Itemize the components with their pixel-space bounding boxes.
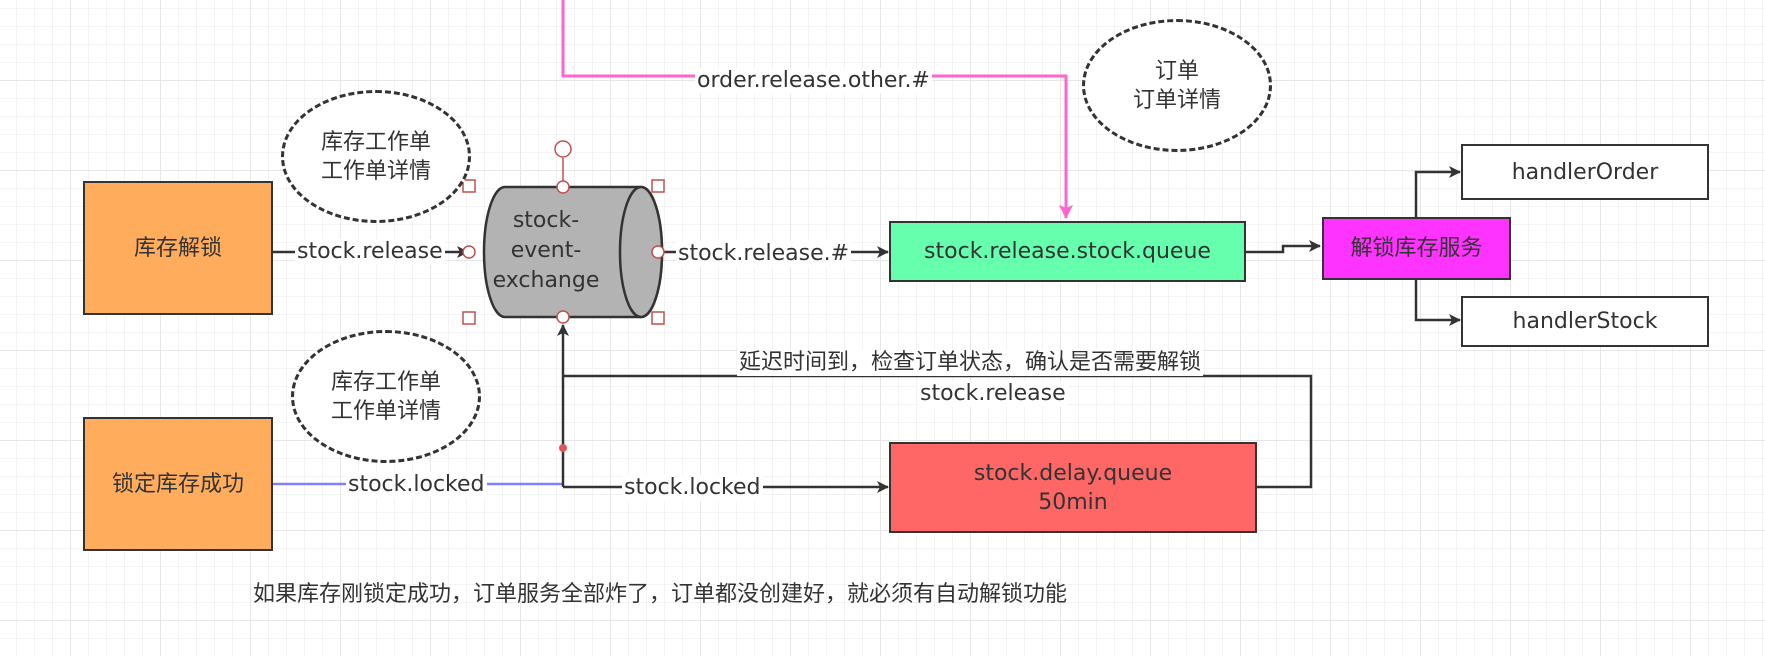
stock-locked-left-label: stock.locked xyxy=(346,472,487,498)
stock-work-ellipse-bottom[interactable]: 库存工作单 工作单详情 xyxy=(291,330,481,463)
queue-to-service-connector[interactable] xyxy=(1245,240,1321,254)
delay-queue-node[interactable]: stock.delay.queue 50min xyxy=(889,442,1257,533)
delay-return-connector[interactable] xyxy=(563,374,1313,489)
stock-unlock-text: 库存解锁 xyxy=(133,235,222,261)
ellipse-top-line-2: 工作单详情 xyxy=(320,158,431,184)
order-release-other-label: order.release.other.# xyxy=(695,68,932,94)
stock-release-label: stock.release xyxy=(295,239,445,265)
order-ellipse-line-2: 订单详情 xyxy=(1132,87,1221,113)
exchange-line-3: exchange xyxy=(492,268,600,293)
service-to-handler-stock-connector[interactable] xyxy=(1414,280,1461,326)
delay-queue-text-1: stock.delay.queue xyxy=(973,460,1173,486)
selection-handles[interactable] xyxy=(462,140,665,325)
order-ellipse[interactable]: 订单 订单详情 xyxy=(1082,19,1272,152)
stock-locked-right-label: stock.locked xyxy=(622,475,763,501)
delay-check-label: 延迟时间到，检查订单状态，确认是否需要解锁 xyxy=(737,350,1204,376)
ellipse-bottom-line-2: 工作单详情 xyxy=(330,398,441,424)
handler-order-text: handlerOrder xyxy=(1511,159,1659,185)
stock-work-ellipse-top[interactable]: 库存工作单 工作单详情 xyxy=(281,90,471,223)
handler-stock-node[interactable]: handlerStock xyxy=(1461,296,1709,347)
ellipse-bottom-line-1: 库存工作单 xyxy=(330,369,441,395)
footnote-text: 如果库存刚锁定成功，订单服务全部炸了，订单都没创建好，就必须有自动解锁功能 xyxy=(253,582,1068,607)
exchange-line-2: event- xyxy=(510,238,582,263)
release-queue-node[interactable]: stock.release.stock.queue xyxy=(889,221,1246,282)
order-release-connector[interactable] xyxy=(561,0,1073,219)
delay-release-label: stock.release xyxy=(918,381,1068,407)
service-to-handler-order-connector[interactable] xyxy=(1414,166,1461,217)
stock-unlock-node[interactable]: 库存解锁 xyxy=(83,181,273,315)
exchange-label: stock- event- exchange xyxy=(486,206,606,296)
delay-queue-text-2: 50min xyxy=(1038,489,1108,515)
order-ellipse-line-1: 订单 xyxy=(1154,58,1199,84)
unlock-service-node[interactable]: 解锁库存服务 xyxy=(1322,217,1511,280)
ellipse-top-line-1: 库存工作单 xyxy=(320,129,431,155)
handler-order-node[interactable]: handlerOrder xyxy=(1461,144,1709,200)
lock-success-node[interactable]: 锁定库存成功 xyxy=(83,417,273,551)
exchange-line-1: stock- xyxy=(512,208,580,233)
handler-stock-text: handlerStock xyxy=(1512,309,1658,334)
release-route-label: stock.release.# xyxy=(676,241,852,267)
unlock-service-text: 解锁库存服务 xyxy=(1350,236,1483,261)
release-queue-text: stock.release.stock.queue xyxy=(924,239,1211,264)
lock-success-text: 锁定库存成功 xyxy=(111,471,244,497)
waypoint-dot xyxy=(559,444,567,452)
exchange-cylinder[interactable] xyxy=(482,185,664,319)
